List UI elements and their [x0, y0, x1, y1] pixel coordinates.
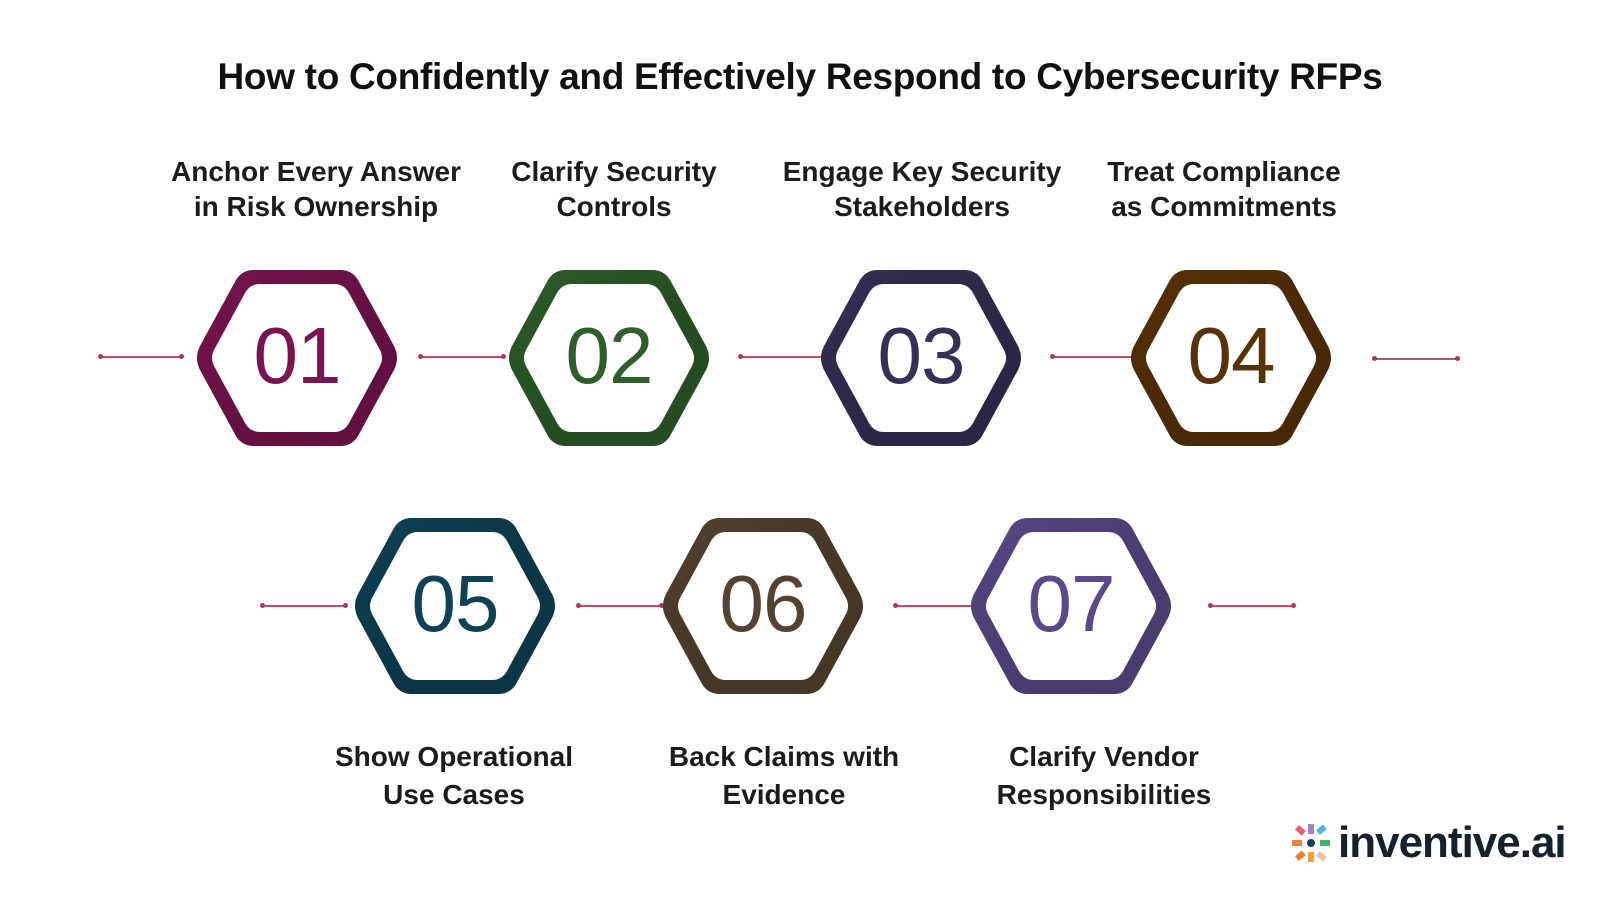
hexagon-shape-icon	[1131, 270, 1331, 446]
hexagon-shape-icon	[355, 518, 555, 694]
connector	[1372, 356, 1460, 361]
logo-text: inventive.ai	[1338, 818, 1567, 867]
step-label-01: Anchor Every Answer in Risk Ownership	[171, 156, 461, 222]
step-number: 07	[1027, 559, 1116, 649]
connector	[98, 354, 184, 359]
brand-logo: inventive.ai	[1290, 818, 1567, 868]
step-hexagon-05: 05	[350, 510, 560, 702]
step-label-02: Clarify Security Controls	[511, 156, 717, 222]
hexagon-shape-icon	[663, 518, 863, 694]
step-number: 05	[411, 559, 500, 649]
step-label-03: Engage Key Security Stakeholders	[782, 156, 1062, 222]
step-number: 04	[1187, 311, 1276, 401]
page-title: How to Confidently and Effectively Respo…	[217, 56, 1383, 97]
connector	[260, 603, 348, 608]
step-hexagon-06: 06	[658, 510, 868, 702]
connector	[1208, 603, 1296, 608]
step-label-05: Show Operational Use Cases	[334, 741, 574, 810]
step-number: 06	[719, 559, 808, 649]
step-label-04: Treat Compliance as Commitments	[1107, 156, 1341, 222]
step-label-06: Back Claims with Evidence	[668, 741, 900, 810]
inventive-burst-icon	[1292, 824, 1330, 862]
step-hexagon-07: 07	[966, 510, 1176, 702]
step-number: 03	[877, 311, 966, 401]
connector	[738, 354, 826, 359]
step-label-07: Clarify Vendor Responsibilities	[996, 741, 1212, 810]
step-hexagon-02: 02	[504, 262, 714, 454]
hexagon-shape-icon	[971, 518, 1171, 694]
step-hexagon-01: 01	[192, 262, 402, 454]
hexagon-shape-icon	[509, 270, 709, 446]
step-number: 02	[565, 311, 654, 401]
hexagon-shape-icon	[197, 270, 397, 446]
step-number: 01	[253, 311, 342, 401]
step-hexagon-04: 04	[1126, 262, 1336, 454]
hexagon-shape-icon	[821, 270, 1021, 446]
step-hexagon-03: 03	[816, 262, 1026, 454]
connector	[576, 603, 664, 608]
connector	[418, 354, 506, 359]
